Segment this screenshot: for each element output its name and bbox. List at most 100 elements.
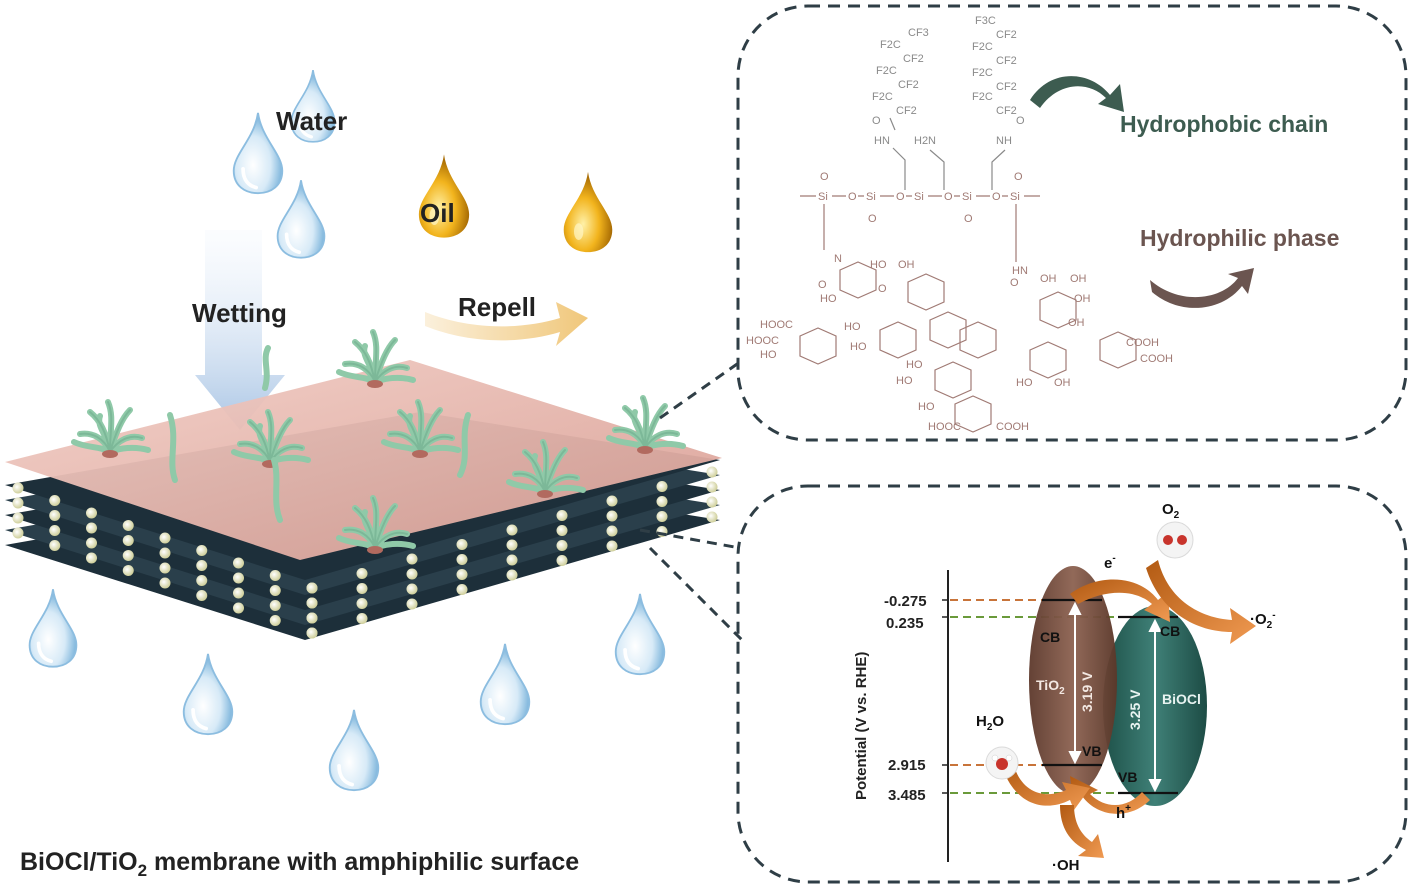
svg-text:F2C: F2C: [972, 41, 993, 53]
nanoparticle-bead: [556, 525, 568, 536]
nanoparticle-bead: [233, 572, 244, 584]
hydrophobic-tufts: [74, 332, 683, 554]
oh-radical-label: ·OH: [1052, 857, 1080, 874]
nanoparticle-bead: [122, 520, 134, 531]
nanoparticle-bead: [606, 495, 618, 507]
svg-text:O: O: [896, 191, 905, 203]
tio2-cb-label: CB: [1040, 629, 1060, 645]
svg-text:OH: OH: [1070, 273, 1087, 285]
nanoparticle-bead: [356, 613, 368, 624]
svg-text:F2C: F2C: [972, 91, 993, 103]
svg-text:F2C: F2C: [880, 39, 901, 51]
nanoparticle-bead: [49, 540, 61, 551]
water-drop: [275, 178, 327, 260]
nanoparticle-bead: [556, 540, 568, 551]
svg-text:NH: NH: [996, 135, 1012, 147]
svg-text:HO: HO: [896, 375, 913, 387]
svg-text:H2N: H2N: [914, 135, 936, 147]
svg-text:HO: HO: [820, 293, 837, 305]
nanoparticle-bead: [49, 525, 61, 536]
hydrophobic-arrow: [1030, 76, 1124, 112]
nanoparticle-bead: [306, 612, 318, 624]
tio2-vb-label: VB: [1082, 743, 1101, 759]
oil-drop: [563, 171, 613, 253]
nanoparticle-bead: [196, 575, 208, 586]
h2o-label: H2O: [976, 713, 1004, 733]
nanoparticle-bead: [706, 466, 718, 478]
amine-chain: H2N: [914, 135, 945, 190]
svg-text:OH: OH: [1068, 317, 1085, 329]
hydrophilic-arrow: [1150, 268, 1254, 308]
svg-text:F2C: F2C: [876, 65, 897, 77]
nanoparticle-bead: [656, 481, 668, 492]
water-drop: [231, 110, 285, 196]
nanoparticle-bead: [86, 537, 97, 549]
wetting-arrow: [195, 230, 285, 430]
nanoparticle-bead: [49, 510, 61, 521]
svg-text:HO: HO: [760, 349, 777, 361]
nanoparticle-bead: [606, 510, 618, 522]
hydrophilic-phase-label: Hydrophilic phase: [1140, 225, 1339, 251]
tick-label: 0.235: [886, 615, 924, 632]
nanoparticle-bead: [159, 532, 171, 544]
fluoro-chain-left: CF3 F2C CF2 F2C CF2 F2C CF2 O HN: [872, 27, 929, 190]
svg-text:O: O: [872, 115, 881, 127]
svg-text:O: O: [820, 171, 829, 183]
svg-text:O: O: [1014, 171, 1023, 183]
svg-text:CF2: CF2: [898, 79, 919, 91]
svg-text:N: N: [834, 253, 842, 265]
nanoparticle-bead: [606, 540, 618, 552]
nanoparticle-bead: [233, 602, 244, 614]
svg-text:HO: HO: [918, 401, 935, 413]
nanoparticle-bead: [122, 535, 134, 546]
band-structure-panel: Potential (V vs. RHE) -0.275 0.235 2.915…: [736, 484, 1408, 884]
nanoparticle-bead: [406, 553, 418, 565]
nanoparticle-bead: [456, 539, 468, 550]
h2o-molecule: [985, 746, 1019, 780]
nanoparticle-bead: [12, 527, 24, 539]
o2-molecule: [1156, 521, 1194, 559]
nanoparticle-bead: [233, 587, 244, 599]
nanoparticle-bead: [233, 557, 244, 569]
biocl-vb-label: VB: [1118, 769, 1137, 785]
water-label: Water: [276, 106, 347, 136]
svg-text:CF2: CF2: [996, 105, 1017, 117]
tick-label: -0.275: [884, 593, 927, 610]
oil-label: Oil: [420, 198, 455, 228]
nanoparticle-bead: [86, 522, 97, 534]
molecular-structure-panel: CF3 F2C CF2 F2C CF2 F2C CF2 O HN H2N F3C…: [736, 4, 1408, 442]
nanoparticle-bead: [196, 545, 208, 556]
svg-text:OH: OH: [1074, 293, 1091, 305]
svg-text:OH: OH: [1054, 377, 1071, 389]
nanoparticle-bead: [306, 627, 318, 639]
nanoparticle-bead: [159, 577, 171, 589]
nanoparticle-bead: [269, 615, 281, 626]
y-axis-label: Potential (V vs. RHE): [853, 652, 870, 800]
nanoparticle-bead: [406, 568, 418, 580]
svg-text:HN: HN: [1012, 265, 1028, 277]
amphiphilic-coating: [5, 360, 722, 560]
nanoparticle-bead: [556, 555, 568, 566]
nanoparticle-bead: [12, 512, 24, 524]
svg-text:HN: HN: [874, 135, 890, 147]
nanoparticle-bead: [269, 570, 281, 581]
nanoparticle-bead: [269, 600, 281, 611]
svg-text:F2C: F2C: [872, 91, 893, 103]
svg-text:Si: Si: [866, 191, 876, 203]
water-drop: [181, 651, 235, 737]
svg-text:HO: HO: [870, 259, 887, 271]
biocl-name: BiOCl: [1162, 691, 1201, 707]
nanoparticle-bead: [506, 524, 518, 536]
svg-text:COOH: COOH: [1140, 353, 1173, 365]
svg-text:O: O: [848, 191, 857, 203]
tio2-name: TiO2: [1036, 677, 1065, 697]
polyphenol-labels: O HO HO OH O HOOC HOOC HO HO HO OH OH OH…: [746, 259, 1173, 433]
o2-label: O2: [1162, 501, 1180, 521]
nanoparticle-bead: [656, 511, 668, 522]
nanoparticle-bead: [506, 539, 518, 551]
svg-text:HO: HO: [906, 359, 923, 371]
nanoparticle-bead: [556, 510, 568, 521]
siloxane-backbone: Si O Si O Si O Si O Si O O O O N HN: [800, 171, 1040, 277]
nanoparticle-bead: [269, 585, 281, 596]
